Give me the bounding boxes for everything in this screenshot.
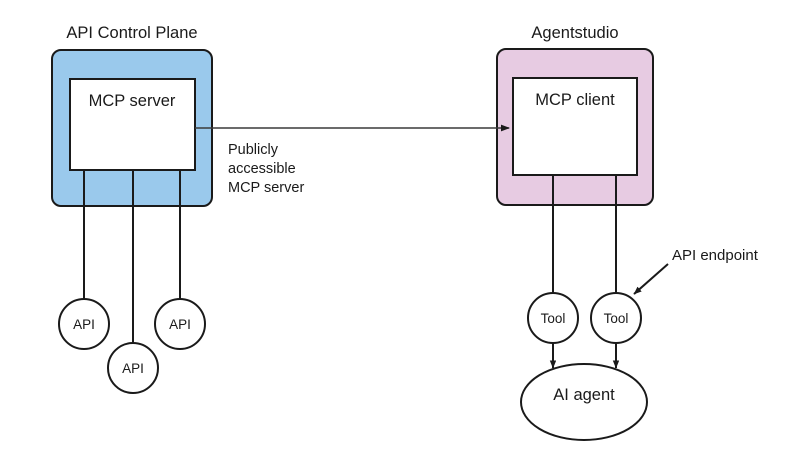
- group-title-api-control-plane: API Control Plane: [66, 24, 197, 42]
- ai-agent-ellipse[interactable]: [520, 363, 648, 441]
- edge-label-line-1: Publicly: [228, 142, 279, 158]
- node-api-1[interactable]: API: [58, 298, 110, 350]
- node-api-3[interactable]: API: [154, 298, 206, 350]
- api-endpoint-pointer-arrow: [633, 263, 669, 295]
- mcp-client-box[interactable]: [512, 77, 638, 176]
- mcp-server-api-connectors: [83, 170, 181, 343]
- mcp-server-label: MCP server: [89, 92, 176, 110]
- api-2-label: API: [122, 361, 144, 376]
- api-1-label: API: [73, 317, 95, 332]
- mcp-client-label: MCP client: [535, 91, 615, 109]
- edge-label-publicly-accessible-mcp-server: Publicly accessible MCP server: [228, 142, 304, 196]
- node-mcp-client[interactable]: MCP client: [512, 77, 638, 176]
- api-3-label: API: [169, 317, 191, 332]
- ai-agent-label: AI agent: [553, 386, 615, 404]
- node-tool-2[interactable]: Tool: [590, 292, 642, 344]
- tool-to-agent-connectors: [549, 343, 620, 369]
- node-ai-agent[interactable]: AI agent: [520, 363, 648, 441]
- api-3-circle[interactable]: [154, 298, 206, 350]
- annotation-api-endpoint: API endpoint: [633, 247, 759, 295]
- api-2-circle[interactable]: [107, 342, 159, 394]
- edge-label-line-2: accessible: [228, 161, 296, 177]
- tool-2-label: Tool: [604, 311, 629, 326]
- api-1-circle[interactable]: [58, 298, 110, 350]
- edge-label-line-3: MCP server: [228, 180, 304, 196]
- api-endpoint-label: API endpoint: [672, 247, 759, 264]
- node-tool-1[interactable]: Tool: [527, 292, 579, 344]
- node-mcp-server[interactable]: MCP server: [69, 78, 196, 171]
- tool-1-label: Tool: [541, 311, 566, 326]
- mcp-server-box[interactable]: [69, 78, 196, 171]
- group-title-agentstudio: Agentstudio: [531, 24, 618, 42]
- node-api-2[interactable]: API: [107, 342, 159, 394]
- mcp-client-tool-connectors: [552, 175, 617, 293]
